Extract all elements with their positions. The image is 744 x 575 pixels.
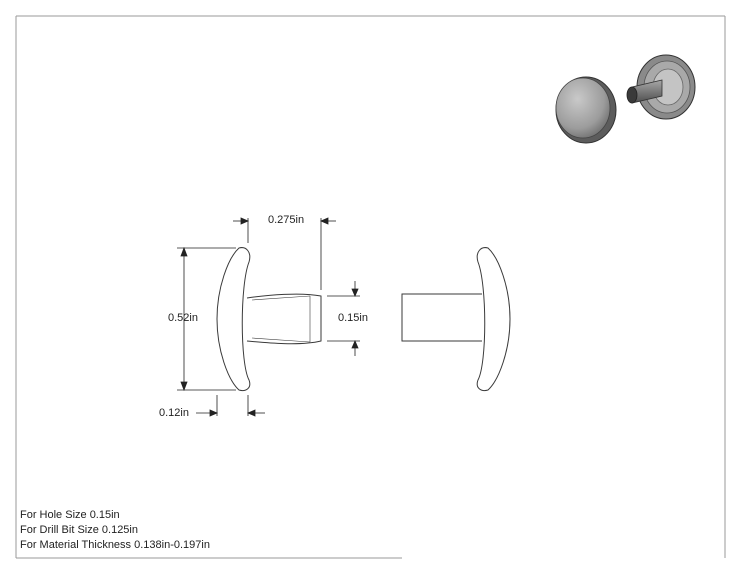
rivet-front-view xyxy=(216,247,322,391)
side-head-profile xyxy=(476,247,511,391)
note-hole-size: For Hole Size 0.15in xyxy=(20,509,120,521)
rivet-side-view xyxy=(401,247,511,391)
sheet-border xyxy=(15,15,726,559)
dim-shank-length: 0.275in xyxy=(268,214,305,226)
spec-notes: For Hole Size 0.15in For Drill Bit Size … xyxy=(20,508,210,553)
dimension-lines xyxy=(177,217,360,417)
dim-shank-diameter: 0.15in xyxy=(338,312,368,324)
side-shank-profile xyxy=(401,293,482,342)
shank-profile xyxy=(246,293,322,345)
note-drill-bit-size: For Drill Bit Size 0.125in xyxy=(20,524,138,536)
dim-head-thickness: 0.12in xyxy=(159,407,189,419)
head-profile xyxy=(216,247,251,391)
dim-head-diameter: 0.52in xyxy=(168,312,198,324)
cap-dome xyxy=(555,77,611,139)
post-shank-end xyxy=(626,86,638,104)
rivet-isometric-view xyxy=(555,54,696,144)
note-material-thickness: For Material Thickness 0.138in-0.197in xyxy=(20,539,210,551)
